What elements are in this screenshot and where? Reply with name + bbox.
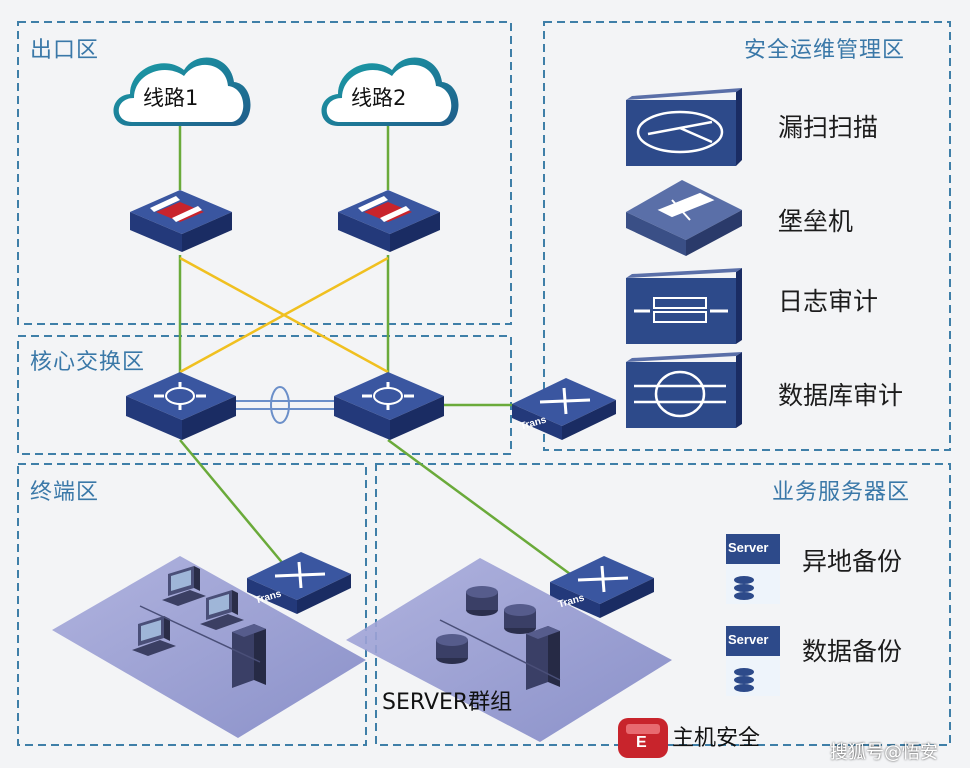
data-backup-label: 数据备份: [802, 637, 903, 666]
cloud-line1: [113, 57, 251, 126]
zone-terminal-box: [17, 463, 367, 746]
server-badge-data: Server: [728, 632, 769, 647]
host-security-label: 主机安全: [672, 726, 761, 751]
zone-business-box: [375, 463, 951, 746]
host-security-icon: [618, 718, 668, 758]
firewall-2: [338, 190, 440, 252]
bastion-host-device: [626, 180, 742, 256]
server-group-label: SERVER群组: [382, 690, 513, 715]
link-fw2-core1: [179, 256, 389, 374]
log-audit-device: [626, 268, 742, 344]
link-core2-business: [387, 438, 586, 587]
vuln-scanner-label: 漏扫扫描: [778, 113, 879, 142]
zone-core-box: [17, 335, 512, 455]
server-icon-offsite-backup: [726, 534, 780, 604]
zone-exit-box: [17, 21, 512, 325]
log-audit-label: 日志审计: [778, 287, 879, 316]
server-icon-data-backup: [726, 626, 780, 696]
zone-terminal-label: 终端区: [30, 480, 100, 505]
db-audit-device: [626, 352, 742, 428]
access-switch-business: [550, 556, 654, 618]
host-security-badge: E: [636, 734, 647, 751]
zone-core-label: 核心交换区: [30, 350, 146, 375]
zone-ops-label: 安全运维管理区: [744, 38, 906, 63]
server-group-plate: [346, 558, 672, 742]
link-core1-terminal: [179, 439, 291, 573]
offsite-backup-label: 异地备份: [802, 547, 903, 576]
zone-business-label: 业务服务器区: [772, 480, 911, 505]
access-switch-ops: [512, 378, 616, 440]
cloud-line2: [321, 57, 459, 126]
core-switch-1: [126, 372, 236, 440]
terminal-plate: [52, 556, 366, 738]
bastion-host-label: 堡垒机: [778, 207, 854, 236]
core-switch-2: [334, 372, 444, 440]
cloud-line2-label: 线路2: [351, 86, 407, 110]
firewall-1: [130, 190, 232, 252]
watermark: 搜狐号@悟安: [830, 742, 938, 763]
server-badge-offsite: Server: [728, 540, 769, 555]
stack-link: [235, 386, 335, 424]
zone-ops-box: [543, 21, 951, 451]
access-switch-terminal: [247, 552, 351, 614]
cloud-line1-label: 线路1: [143, 86, 199, 110]
vuln-scanner-device: [626, 88, 742, 166]
zone-exit-label: 出口区: [30, 38, 100, 63]
db-audit-label: 数据库审计: [778, 381, 904, 410]
